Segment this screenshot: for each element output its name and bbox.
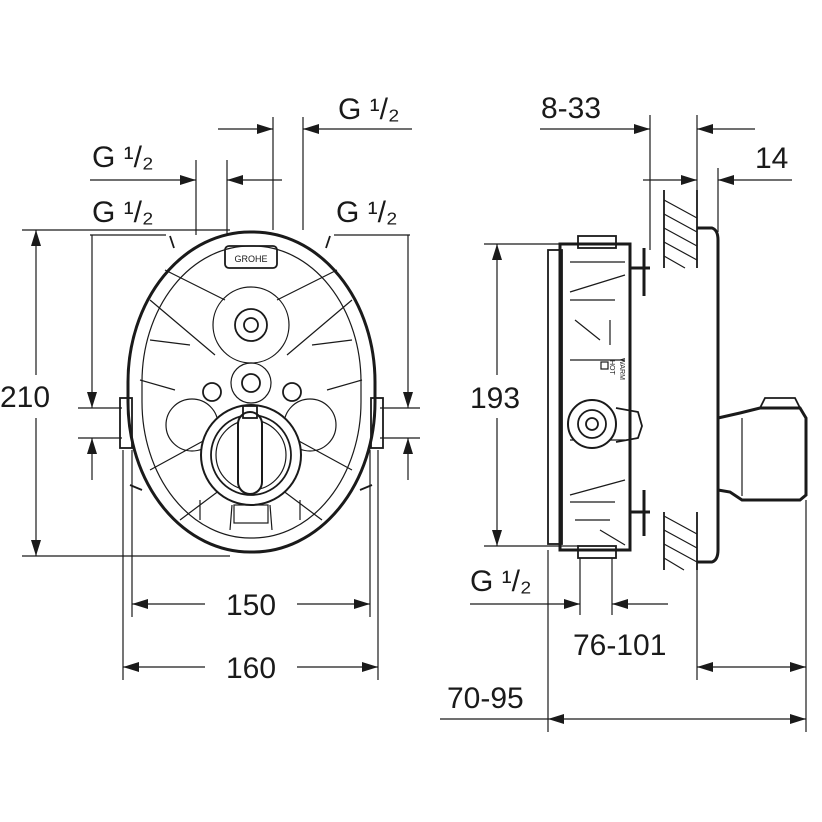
upper-port-mid xyxy=(234,308,268,342)
dim-label-height-body: 193 xyxy=(470,382,520,415)
arrowhead xyxy=(403,392,413,408)
side-handle-top xyxy=(759,397,801,409)
top-stem-right xyxy=(325,235,331,249)
arrowhead xyxy=(681,175,697,185)
middle-port-outer xyxy=(230,362,272,404)
arrowhead xyxy=(403,438,413,454)
top-boss xyxy=(224,245,278,269)
rib-lines xyxy=(139,269,363,531)
dim-label-depth-range-2: 70-95 xyxy=(447,682,524,715)
handle-top xyxy=(242,405,258,419)
arrowhead xyxy=(362,662,378,672)
arrowhead xyxy=(492,244,502,260)
arrowhead xyxy=(492,530,502,546)
side-cartridge-outer xyxy=(567,399,617,449)
dim-label-plate-thickness: 14 xyxy=(755,142,788,175)
arrowhead xyxy=(612,599,628,609)
side-cartridge-dot xyxy=(585,417,599,431)
middle-port-inner xyxy=(241,373,261,393)
arrowhead xyxy=(634,124,650,134)
dim-label-thread-left-lower: G ¹/₂ xyxy=(92,196,154,229)
small-indicator xyxy=(600,361,609,370)
side-view: WARM HOT xyxy=(547,190,808,571)
front-body-outline xyxy=(126,230,377,554)
cover-plate xyxy=(697,226,720,564)
dim-label-thread-top-right: G ¹/₂ xyxy=(338,93,400,126)
side-body xyxy=(558,242,632,552)
front-view: GROHE xyxy=(119,230,384,554)
left-port xyxy=(202,382,222,402)
right-port xyxy=(282,382,302,402)
dim-label-thread-right: G ¹/₂ xyxy=(336,196,398,229)
arrowhead xyxy=(227,175,243,185)
label-hot: HOT xyxy=(608,360,615,376)
bottom-tab xyxy=(233,504,269,524)
top-stem-left xyxy=(169,235,175,249)
arrowhead xyxy=(718,175,734,185)
logo-text: GROHE xyxy=(234,254,267,264)
arrowhead xyxy=(87,392,97,408)
arrowhead xyxy=(548,714,564,724)
dim-label-width-outer: 160 xyxy=(226,652,276,685)
arrowhead xyxy=(257,124,273,134)
side-body-back xyxy=(547,249,563,545)
left-lug xyxy=(119,397,133,449)
arrowhead xyxy=(31,230,41,246)
side-cartridge-bracket xyxy=(615,407,643,443)
arrowhead xyxy=(31,540,41,556)
wall-hatch-lower xyxy=(663,515,698,571)
mixer-handle xyxy=(237,411,263,495)
arrowhead xyxy=(790,714,806,724)
wall-hatch-upper xyxy=(663,199,698,269)
arrowhead xyxy=(132,599,148,609)
side-bottom-cap xyxy=(577,545,617,559)
arrowhead xyxy=(697,662,713,672)
arrowhead xyxy=(697,124,713,134)
dim-label-thread-bottom: G ¹/₂ xyxy=(470,565,532,598)
right-lug xyxy=(370,397,384,449)
side-handle xyxy=(717,406,808,502)
arrowhead xyxy=(303,124,319,134)
arrowhead xyxy=(564,599,580,609)
side-top-cap xyxy=(577,235,617,249)
arrowhead xyxy=(354,599,370,609)
side-dimensions: 8-33 14 193 G ¹/₂ 76-101 xyxy=(440,92,807,732)
arrowhead xyxy=(180,175,196,185)
front-dimensions: G ¹/₂ G ¹/₂ G ¹/₂ G ¹/₂ 210 xyxy=(0,93,420,685)
arrowhead xyxy=(123,662,139,672)
arrowhead xyxy=(87,438,97,454)
dim-label-height-total: 210 xyxy=(0,381,50,414)
label-warm: WARM xyxy=(618,358,625,380)
arrowhead xyxy=(790,662,806,672)
side-cartridge-inner xyxy=(577,409,607,439)
upper-port-outer xyxy=(212,286,290,364)
dim-label-depth-range-1: 76-101 xyxy=(573,629,666,662)
dim-label-thread-left-upper: G ¹/₂ xyxy=(92,141,154,174)
dim-label-width-inner: 150 xyxy=(226,589,276,622)
dim-label-adjust-range-top: 8-33 xyxy=(541,92,601,125)
upper-port-inner xyxy=(243,317,259,333)
